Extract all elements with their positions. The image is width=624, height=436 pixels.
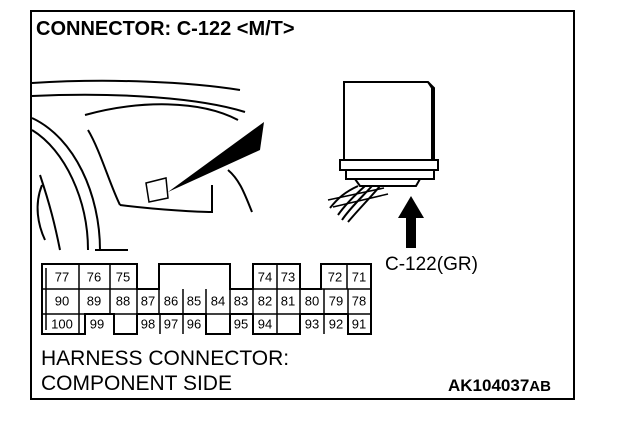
pin-label: 83 [234, 294, 248, 309]
harness-connector: 77 76 75 74 73 72 71 90 89 88 87 86 85 8… [41, 263, 372, 335]
connector-label: C-122(GR) [385, 254, 478, 275]
pin-label: 88 [116, 294, 130, 309]
pin-label: 72 [328, 270, 342, 285]
pin-label: 79 [329, 294, 343, 309]
pin-label: 77 [55, 270, 69, 285]
pin-label: 78 [352, 294, 366, 309]
pin-label: 71 [352, 270, 366, 285]
caption-line-1: HARNESS CONNECTOR: [41, 347, 290, 370]
pointer-wedge [168, 122, 264, 192]
pin-label: 82 [258, 294, 272, 309]
figure-code-main: AK104037 [448, 376, 530, 395]
figure-code-suffix: AB [529, 378, 551, 395]
dashboard-drawing [31, 79, 253, 251]
pin-label: 81 [281, 294, 295, 309]
pin-label: 100 [51, 317, 73, 332]
pin-label: 90 [55, 294, 69, 309]
pin-label: 80 [305, 294, 319, 309]
connector-location [145, 177, 169, 203]
figure-code: AK104037AB [448, 376, 551, 396]
pin-label: 86 [164, 294, 178, 309]
pin-label: 74 [258, 270, 272, 285]
pin-label: 95 [234, 317, 248, 332]
pin-label: 97 [164, 317, 178, 332]
arrow-up-icon [398, 196, 424, 248]
pin-label: 87 [141, 294, 155, 309]
pin-label: 93 [305, 317, 319, 332]
pin-label: 96 [187, 317, 201, 332]
diagram-title: CONNECTOR: C-122 <M/T> [36, 18, 295, 40]
pin-label: 84 [211, 294, 225, 309]
pin-label: 94 [258, 317, 272, 332]
pin-label: 92 [329, 317, 343, 332]
pin-label: 75 [116, 270, 130, 285]
pin-label: 76 [87, 270, 101, 285]
caption-line-2: COMPONENT SIDE [41, 372, 232, 395]
diagram-frame [30, 10, 575, 400]
pin-label: 89 [87, 294, 101, 309]
component-drawing [327, 81, 439, 223]
pin-label: 73 [281, 270, 295, 285]
pin-label: 85 [187, 294, 201, 309]
pin-label: 91 [352, 317, 366, 332]
pin-label: 98 [141, 317, 155, 332]
pin-label: 99 [90, 317, 104, 332]
